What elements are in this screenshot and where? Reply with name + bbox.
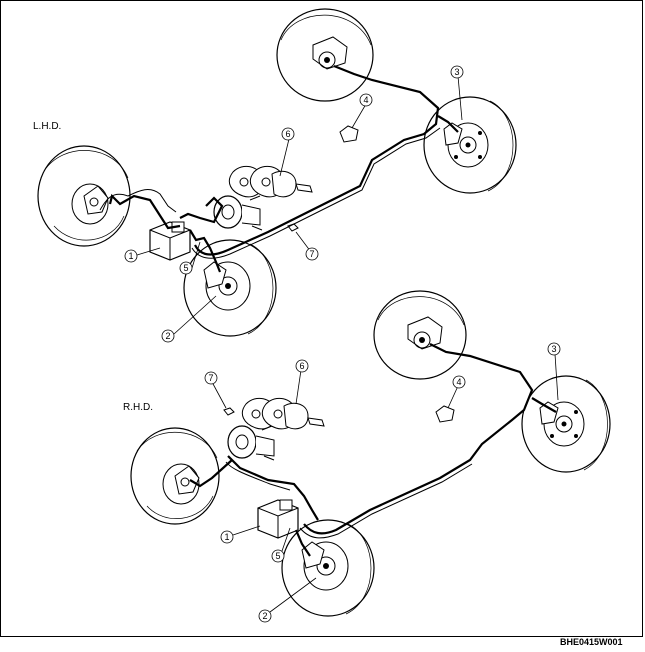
lhd-callout-6: 6: [285, 129, 290, 139]
rhd-callouts: 1 2 3 4 5 6 7: [204, 342, 561, 623]
lhd-front-right-wheel: [183, 239, 277, 337]
rhd-brake-booster: [227, 425, 275, 461]
rhd-rear-right-wheel: [521, 375, 611, 473]
rhd-callout-1: 1: [224, 532, 229, 542]
rhd-rear-left-wheel: [373, 290, 467, 380]
rhd-brake-lines: [189, 343, 557, 557]
lhd-callout-3: 3: [454, 67, 459, 77]
lhd-assembly: 1 2 3 4 5 6 7: [37, 8, 517, 343]
lhd-callouts: 1 2 3 4 5 6 7: [124, 65, 464, 343]
rhd-callout-5: 5: [275, 551, 280, 561]
lhd-front-left-wheel: [37, 145, 131, 247]
lhd-callout-7: 7: [309, 249, 314, 259]
rhd-part-4: [435, 405, 455, 423]
lhd-brake-lines: [108, 64, 459, 273]
lhd-callout-5: 5: [183, 263, 188, 273]
diagram-frame: [0, 0, 643, 637]
rhd-callout-6: 6: [299, 361, 304, 371]
lhd-brake-booster: [213, 195, 263, 231]
lhd-brake-lines-outline: [99, 127, 441, 259]
lhd-part-4: [339, 125, 359, 143]
rhd-part-6: [241, 397, 325, 430]
rhd-hydraulic-unit: [257, 499, 299, 539]
rhd-callout-4: 4: [456, 377, 461, 387]
rhd-assembly: 1 2 3 4 5 6 7: [130, 290, 611, 623]
lhd-label: L.H.D.: [33, 121, 62, 132]
rhd-callout-3: 3: [551, 344, 556, 354]
rhd-callout-7: 7: [208, 373, 213, 383]
rhd-callout-2: 2: [262, 611, 267, 621]
lhd-callout-1: 1: [128, 251, 133, 261]
rhd-front-right-wheel: [281, 519, 375, 617]
figure-code: BHE0415W001: [560, 637, 623, 647]
rhd-label: R.H.D.: [123, 402, 153, 413]
rhd-front-left-wheel: [130, 427, 220, 525]
lhd-callout-4: 4: [363, 95, 368, 105]
lhd-callout-2: 2: [165, 331, 170, 341]
rhd-part-7: [223, 407, 235, 416]
lhd-rear-left-wheel: [276, 8, 374, 102]
lhd-part-6: [228, 165, 313, 198]
rhd-brake-lines-outline: [225, 461, 473, 539]
